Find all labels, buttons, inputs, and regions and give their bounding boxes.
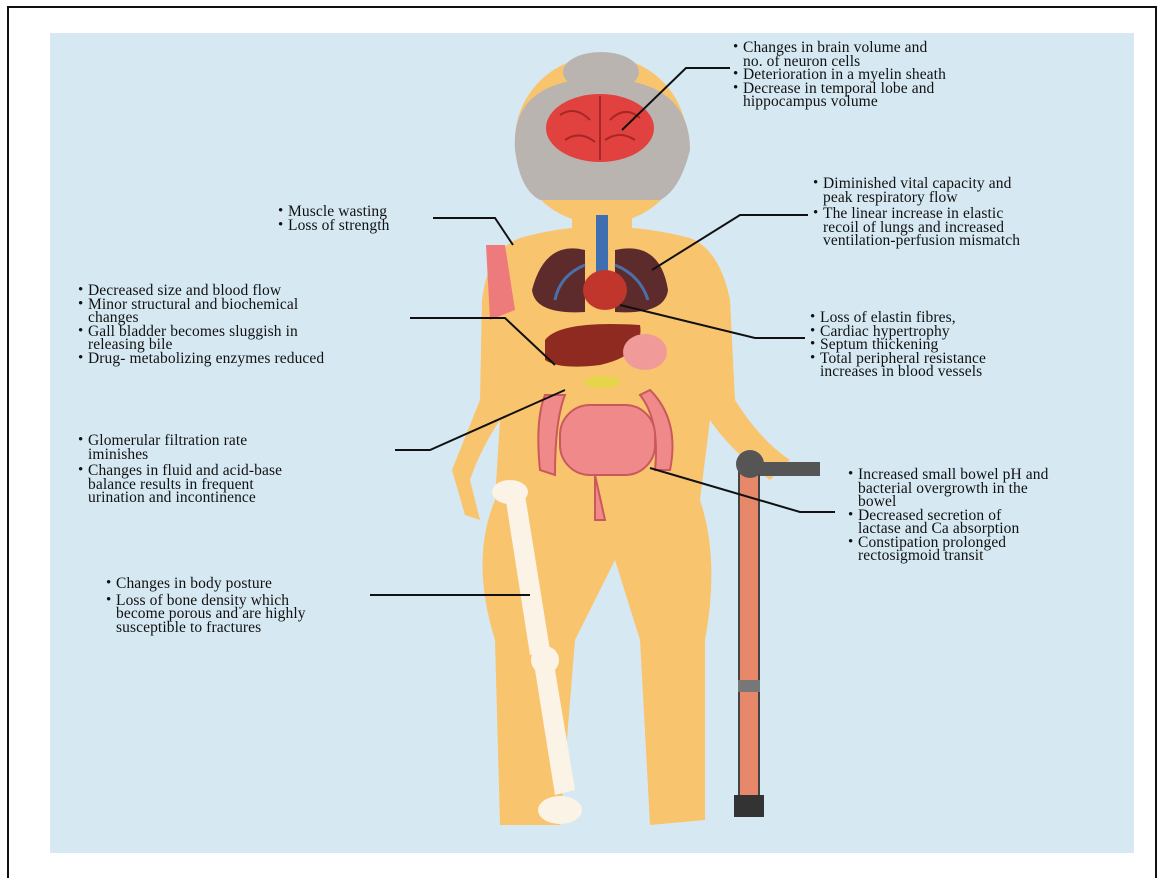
lungs-note-1: Diminished vital capacity and peak respi… (813, 177, 1020, 204)
liver-note-3: Gall bladder becomes sluggish in releasi… (78, 325, 324, 352)
muscle-note-2: Loss of strength (278, 219, 389, 233)
stomach (623, 334, 667, 370)
lungs (532, 215, 668, 312)
bone-annotation: Changes in body posture Loss of bone den… (106, 577, 306, 634)
bowel-note-3: Constipation prolonged rectosigmoid tran… (848, 536, 1048, 563)
brain-note-1: Changes in brain volume and no. of neuro… (733, 41, 946, 68)
kidney-note-2: Changes in fluid and acid-base balance r… (78, 464, 282, 505)
gall-bladder (584, 376, 620, 388)
brain (546, 94, 654, 162)
brain-note-3: Decrease in temporal lobe and hippocampu… (733, 82, 946, 109)
lungs-annotation: Diminished vital capacity and peak respi… (813, 177, 1020, 248)
kidney-annotation: Glomerular filtration rate iminishes Cha… (78, 434, 282, 505)
bowel-note-2: Decreased secretion of lactase and Ca ab… (848, 509, 1048, 536)
heart-annotation: Loss of elastin fibres, Cardiac hypertro… (810, 311, 986, 379)
bone-note-1: Changes in body posture (106, 577, 306, 591)
brain-annotation: Changes in brain volume and no. of neuro… (733, 41, 946, 109)
bowel-note-1: Increased small bowel pH and bacterial o… (848, 468, 1048, 509)
bowel-annotation: Increased small bowel pH and bacterial o… (848, 468, 1048, 563)
liver-note-2: Minor structural and biochemical changes (78, 298, 324, 325)
liver-note-4: Drug- metabolizing enzymes reduced (78, 352, 324, 366)
liver-annotation: Decreased size and blood flow Minor stru… (78, 284, 324, 365)
muscle-annotation: Muscle wasting Loss of strength (278, 205, 389, 232)
kidney-note-1: Glomerular filtration rate iminishes (78, 434, 282, 461)
heart-note-4: Total peripheral resistance increases in… (810, 352, 986, 379)
lungs-note-2: The linear increase in elastic recoil of… (813, 207, 1020, 248)
bone-note-2: Loss of bone density which become porous… (106, 594, 306, 635)
